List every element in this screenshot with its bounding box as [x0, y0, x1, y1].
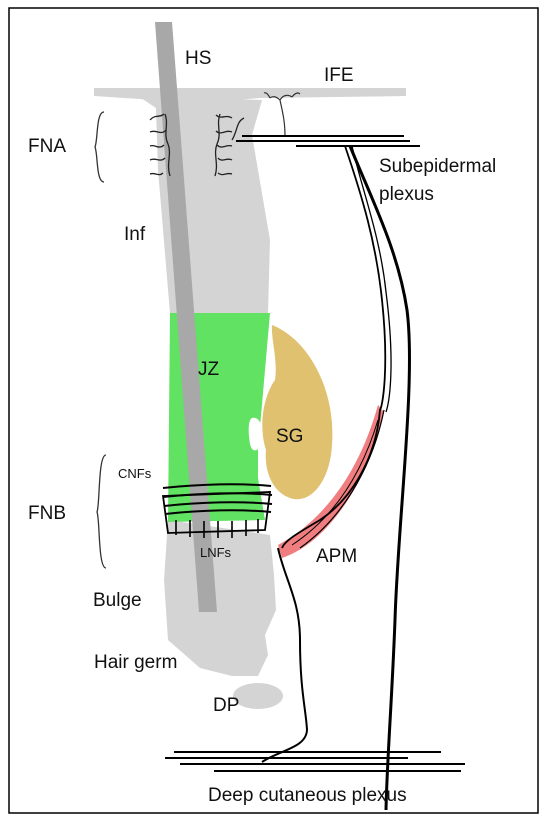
hair-germ-label: Hair germ — [94, 652, 177, 673]
subepidermal-plexus-lines — [236, 136, 420, 146]
dermal-papilla — [233, 683, 283, 709]
fnb-bracket — [97, 455, 106, 568]
gland-gap — [249, 418, 263, 451]
fnb-label: FNB — [28, 503, 66, 524]
bulge-label: Bulge — [93, 590, 142, 611]
fna-bracket — [95, 112, 104, 182]
bulge-region — [164, 520, 276, 676]
ife-nerve-endings — [264, 93, 300, 136]
subepidermal-label-line1: Subepidermal — [379, 156, 496, 177]
cnfs-label: CNFs — [118, 466, 152, 481]
inf-label: Inf — [124, 224, 146, 245]
deep-cutaneous-plexus-lines — [165, 752, 465, 771]
ife-label: IFE — [324, 65, 354, 86]
deep-plexus-label: Deep cutaneous plexus — [208, 785, 407, 806]
sg-label: SG — [276, 426, 303, 447]
fna-label: FNA — [28, 136, 66, 157]
epidermis — [94, 88, 406, 100]
dp-label: DP — [213, 695, 239, 716]
lnfs-label: LNFs — [200, 545, 232, 560]
hs-label: HS — [185, 48, 211, 69]
jz-label: JZ — [198, 359, 220, 380]
sebaceous-gland — [262, 325, 332, 499]
infundibulum — [138, 96, 270, 313]
subepidermal-label-line2: plexus — [379, 184, 434, 205]
apm-label: APM — [316, 546, 357, 567]
